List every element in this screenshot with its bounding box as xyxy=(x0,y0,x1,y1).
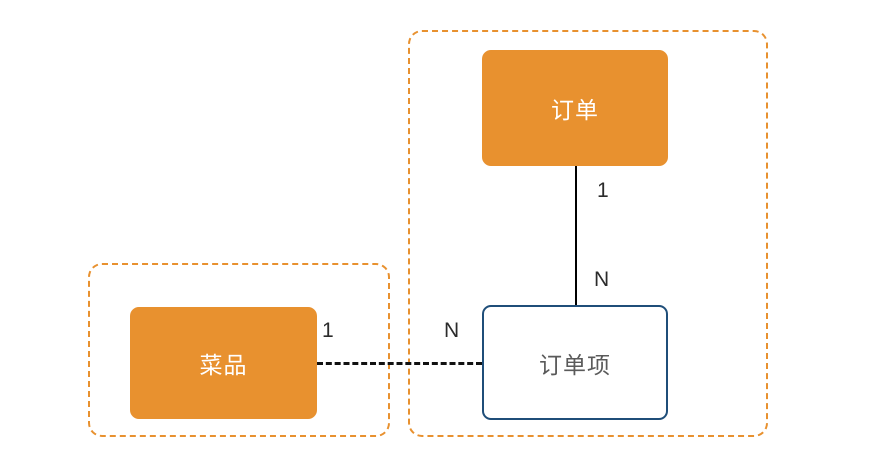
entity-order[interactable]: 订单 xyxy=(482,50,668,166)
cardinality-order-item-side-horizontal: N xyxy=(444,319,460,342)
entity-order-item-label: 订单项 xyxy=(539,351,611,378)
connector-dish-to-order-item xyxy=(317,362,482,365)
group-boundary-dish-aggregate xyxy=(88,263,390,437)
entity-order-label: 订单 xyxy=(551,97,599,123)
entity-dish[interactable]: 菜品 xyxy=(130,307,317,419)
connector-order-to-order-item xyxy=(575,166,577,305)
entity-order-item[interactable]: 订单项 xyxy=(482,305,668,420)
cardinality-order-side: 1 xyxy=(597,179,609,202)
entity-dish-label: 菜品 xyxy=(199,352,248,378)
cardinality-dish-side: 1 xyxy=(322,319,334,342)
group-boundary-order-aggregate xyxy=(408,30,768,437)
cardinality-order-item-side-vertical: N xyxy=(594,268,610,291)
